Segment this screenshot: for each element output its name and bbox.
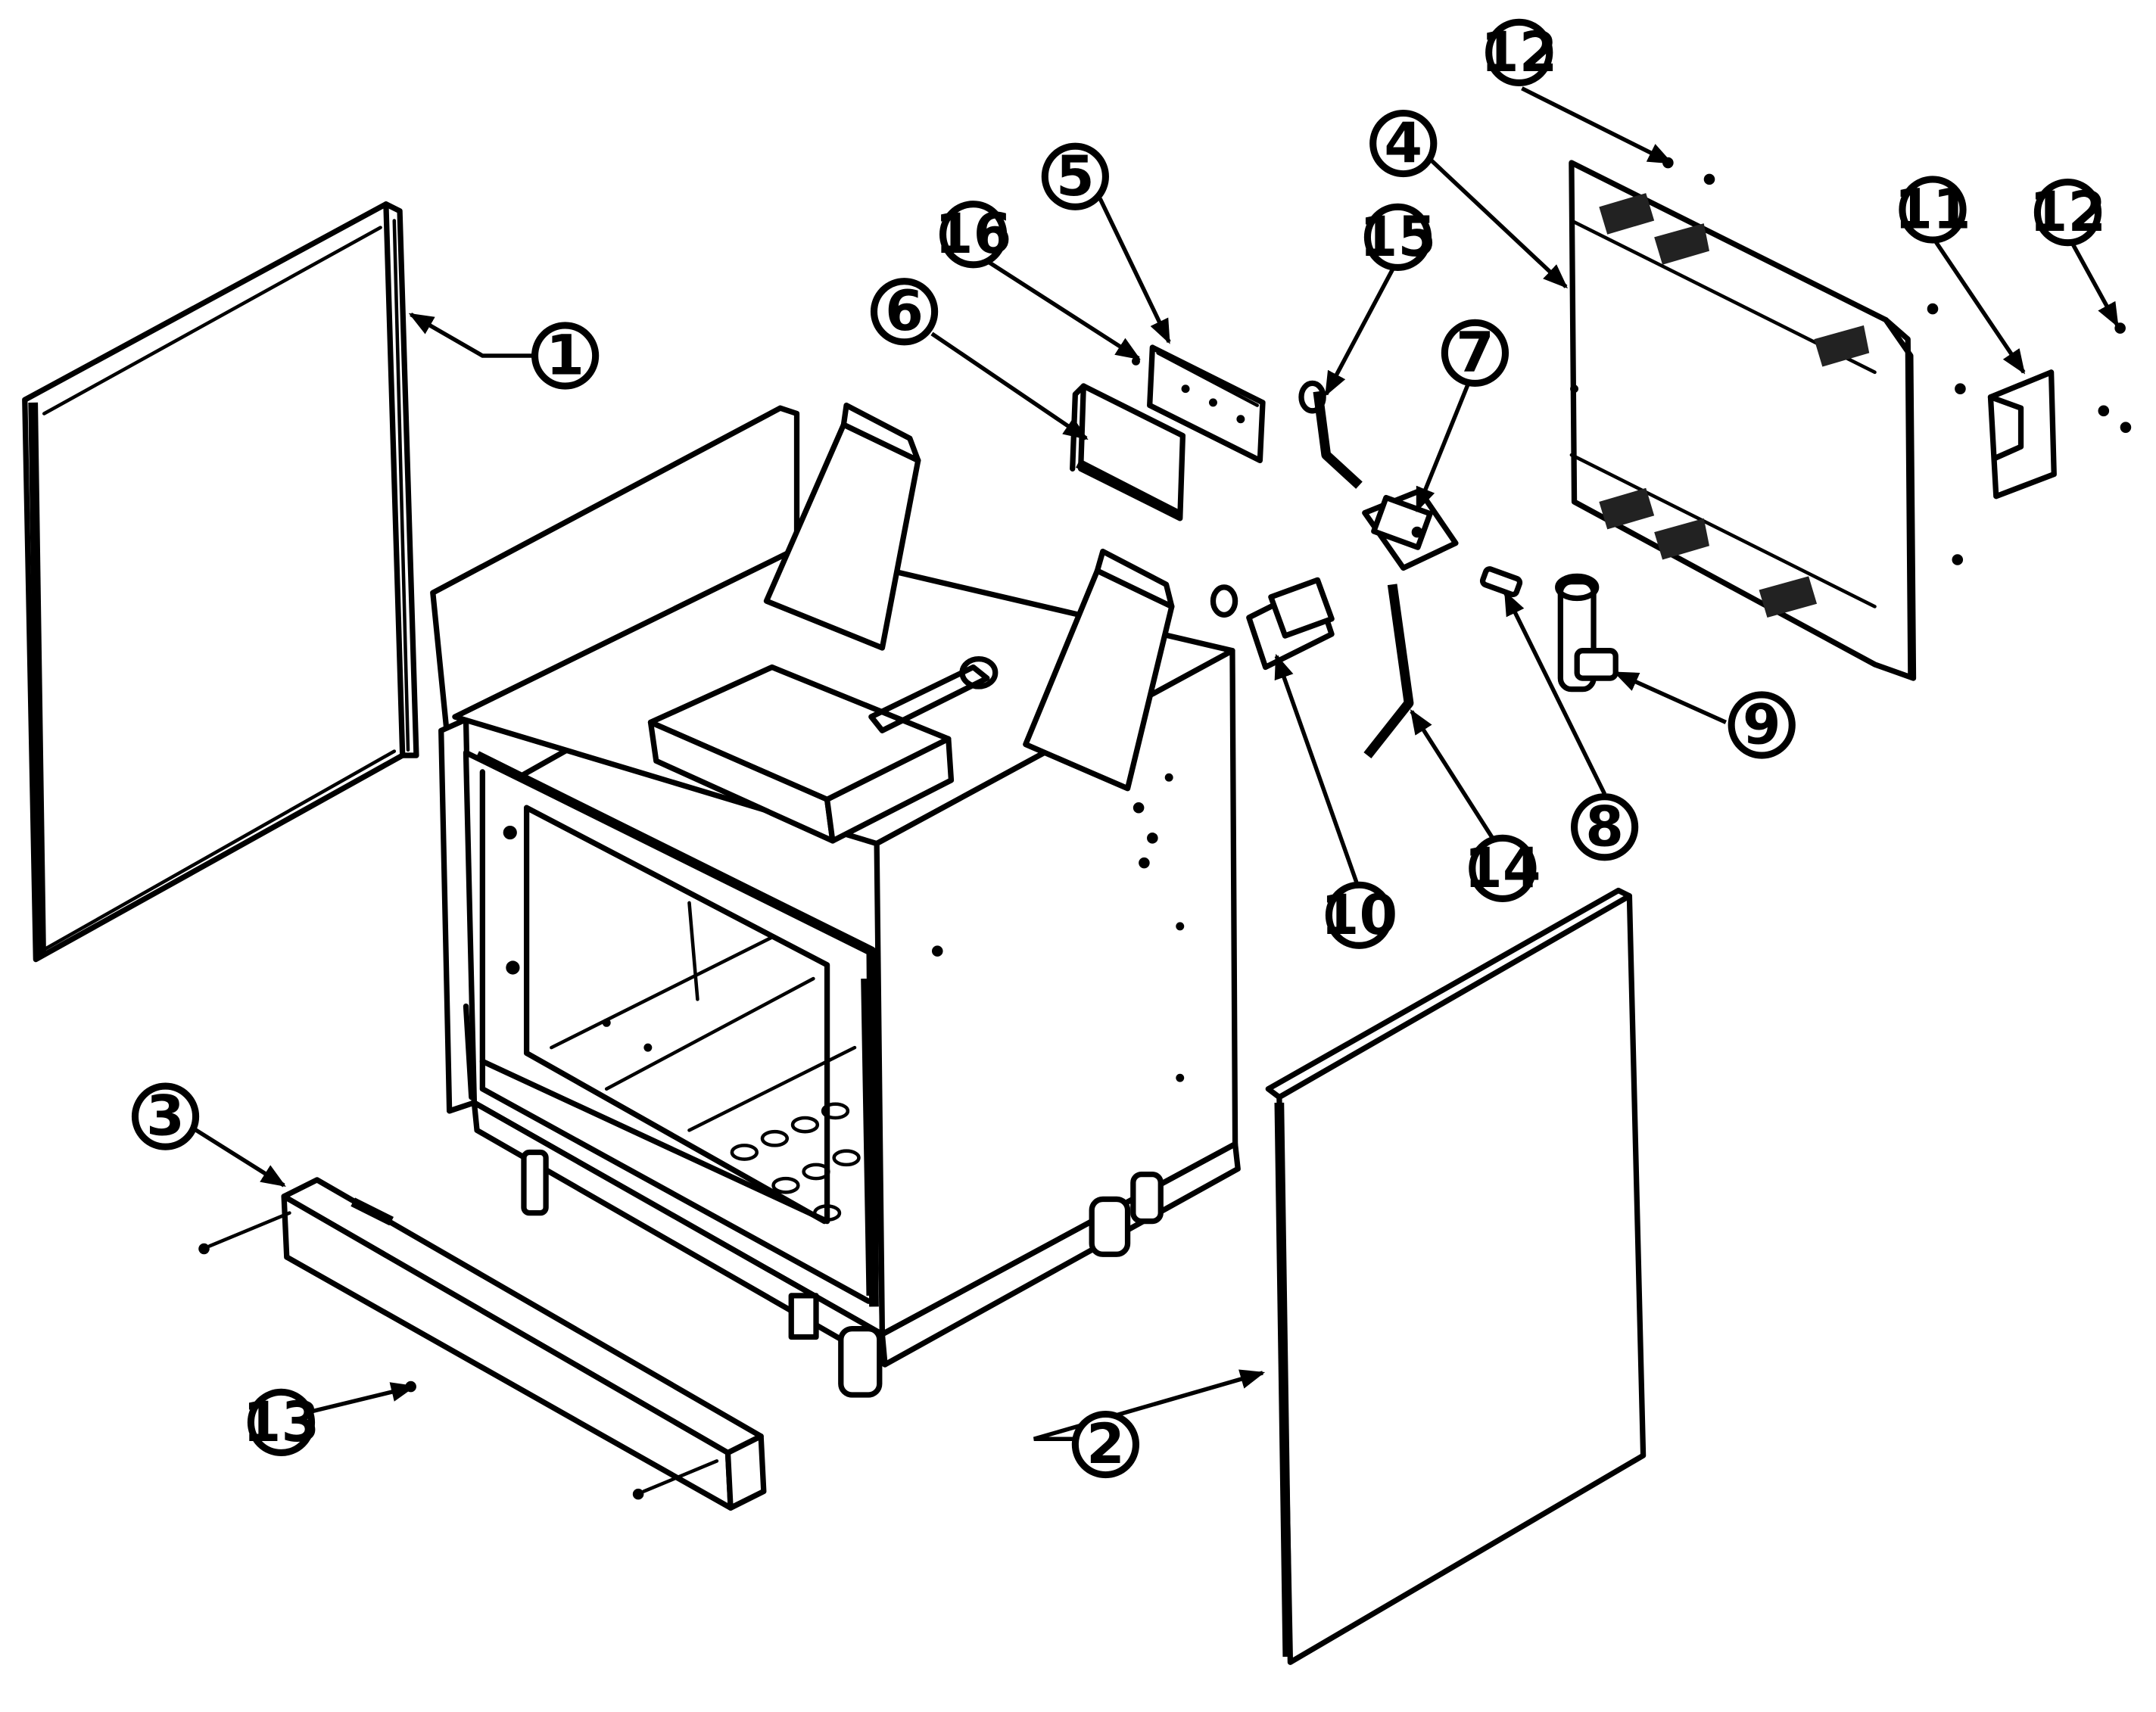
leader-lines	[186, 86, 2120, 1442]
burner-holes	[730, 1102, 861, 1222]
callout-10: 10	[1321, 881, 1397, 949]
callout-label: 14	[1464, 836, 1541, 901]
gas-tube	[1363, 584, 1414, 759]
callout-label: 6	[885, 279, 924, 344]
callouts: 1 2 3 4 5 6 7 8	[131, 18, 2106, 1479]
callout-label: 4	[1384, 111, 1422, 176]
callout-label: 8	[1585, 795, 1624, 859]
callout-label: 9	[1743, 693, 1781, 758]
callout-1: 1	[531, 322, 600, 390]
callout-5: 5	[1041, 142, 1109, 210]
bracket	[1070, 383, 1186, 521]
left-side-panel	[22, 201, 419, 963]
callout-9: 9	[1728, 691, 1796, 759]
callout-label: 12	[1481, 20, 1557, 85]
callout-label: 2	[1086, 1412, 1125, 1477]
callout-3: 3	[131, 1082, 200, 1150]
right-side-panel	[1265, 887, 1647, 1665]
callout-label: 7	[1456, 321, 1494, 385]
callout-2: 2	[1071, 1410, 1140, 1479]
back-panel	[1569, 160, 1917, 681]
callout-12-right: 12	[2030, 178, 2106, 247]
callout-label: 11	[1894, 177, 1971, 241]
callout-label: 12	[2030, 180, 2106, 244]
callout-11: 11	[1894, 176, 1971, 244]
main-cabinet-frame	[430, 402, 1241, 1398]
callout-8: 8	[1570, 793, 1639, 861]
callout-14: 14	[1464, 834, 1541, 903]
callout-label: 3	[146, 1085, 185, 1149]
small-plate	[1987, 369, 2057, 500]
cabinet-legs	[521, 1149, 1164, 1398]
callout-15: 15	[1360, 203, 1436, 271]
callout-4: 4	[1369, 109, 1438, 178]
kick-plate	[198, 1177, 767, 1511]
regulator	[1555, 573, 1619, 693]
callout-label: 13	[243, 1390, 319, 1455]
control-board	[1132, 344, 1266, 464]
callout-label: 16	[935, 202, 1011, 266]
transformer	[1210, 577, 1335, 671]
cabinet-holes	[503, 773, 1185, 1082]
callout-label: 15	[1360, 205, 1436, 269]
callout-13: 13	[243, 1388, 319, 1457]
callout-label: 1	[546, 323, 584, 388]
gas-valve	[1362, 487, 1459, 571]
callout-6: 6	[870, 278, 939, 346]
callout-16: 16	[935, 201, 1011, 269]
vent-slots	[1599, 193, 1870, 618]
callout-7: 7	[1441, 319, 1510, 387]
fitting	[1479, 566, 1523, 598]
pilot-tube	[1298, 380, 1363, 489]
callout-12-top: 12	[1481, 18, 1557, 86]
callout-label: 5	[1056, 145, 1095, 209]
callout-label: 10	[1321, 883, 1397, 948]
